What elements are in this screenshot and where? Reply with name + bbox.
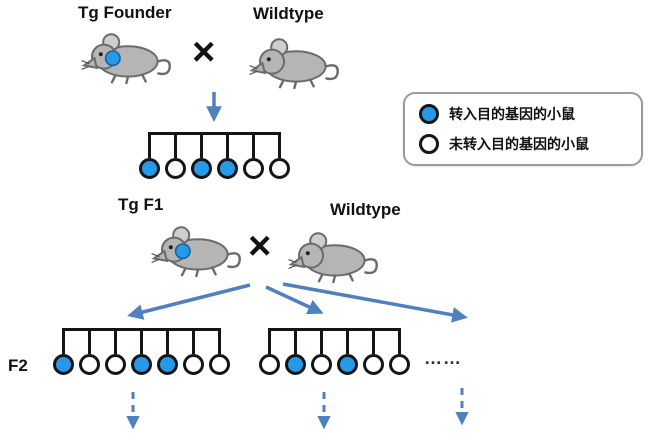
comb-tick bbox=[191, 328, 195, 354]
offspring-wildtype bbox=[180, 328, 206, 375]
transgenic-offspring-circle bbox=[284, 354, 306, 375]
transgenic-offspring-circle bbox=[130, 354, 152, 375]
tg-f1-mouse-icon bbox=[150, 217, 246, 279]
tg-founder-label: Tg Founder bbox=[78, 3, 172, 22]
comb-tick bbox=[225, 132, 229, 158]
comb-tick bbox=[147, 132, 151, 158]
comb-tick bbox=[251, 132, 255, 158]
wildtype-offspring-circle bbox=[268, 158, 290, 179]
comb-line bbox=[149, 132, 279, 135]
tg-f1-label: Tg F1 bbox=[118, 195, 164, 214]
non-transgenic-circle-icon bbox=[419, 134, 439, 154]
offspring-wildtype bbox=[266, 132, 292, 179]
wildtype-offspring-circle bbox=[182, 354, 204, 375]
f2-row-label: F2 bbox=[8, 356, 28, 375]
offspring-transgenic bbox=[334, 328, 360, 375]
wildtype-offspring-circle bbox=[242, 158, 264, 179]
wildtype-offspring-circle bbox=[362, 354, 384, 375]
transgenic-offspring-circle bbox=[336, 354, 358, 375]
arrow-f1-to-f2-middle bbox=[265, 285, 324, 315]
offspring-wildtype bbox=[206, 328, 232, 375]
wildtype-label-gen2: Wildtype bbox=[330, 200, 401, 219]
offspring-transgenic bbox=[282, 328, 308, 375]
wildtype-offspring-circle bbox=[164, 158, 186, 179]
wildtype-offspring-circle bbox=[208, 354, 230, 375]
f2-litter-comb-right bbox=[256, 328, 412, 375]
wildtype-label-gen1: Wildtype bbox=[253, 4, 324, 23]
more-litters-ellipsis: …… bbox=[424, 348, 462, 368]
wildtype-offspring-circle bbox=[258, 354, 280, 375]
legend-label-non-transgenic: 未转入目的基因的小鼠 bbox=[449, 136, 589, 152]
comb-tick bbox=[267, 328, 271, 354]
offspring-wildtype bbox=[76, 328, 102, 375]
comb-tick bbox=[397, 328, 401, 354]
legend-item-non-transgenic: 未转入目的基因的小鼠 bbox=[419, 134, 627, 154]
offspring-wildtype bbox=[162, 132, 188, 179]
comb-tick bbox=[61, 328, 65, 354]
comb-tick bbox=[87, 328, 91, 354]
comb-tick bbox=[113, 328, 117, 354]
cross-symbol-gen2: × bbox=[248, 224, 272, 268]
wildtype-offspring-circle bbox=[78, 354, 100, 375]
transgenic-offspring-circle bbox=[156, 354, 178, 375]
wildtype-mouse-icon-gen1 bbox=[248, 29, 344, 91]
offspring-wildtype bbox=[308, 328, 334, 375]
offspring-wildtype bbox=[240, 132, 266, 179]
transgenic-offspring-circle bbox=[52, 354, 74, 375]
transgenic-offspring-circle bbox=[216, 158, 238, 179]
offspring-wildtype bbox=[386, 328, 412, 375]
comb-tick bbox=[345, 328, 349, 354]
wildtype-offspring-circle bbox=[388, 354, 410, 375]
offspring-transgenic bbox=[214, 132, 240, 179]
comb-tick bbox=[165, 328, 169, 354]
comb-tick bbox=[319, 328, 323, 354]
comb-tick bbox=[199, 132, 203, 158]
comb-tick bbox=[173, 132, 177, 158]
tg-founder-mouse-icon bbox=[80, 24, 176, 86]
comb-tick bbox=[277, 132, 281, 158]
wildtype-offspring-circle bbox=[310, 354, 332, 375]
transgenic-offspring-circle bbox=[138, 158, 160, 179]
comb-line bbox=[63, 328, 219, 331]
f1-litter-comb bbox=[136, 132, 292, 179]
transgenic-offspring-circle bbox=[190, 158, 212, 179]
comb-line bbox=[269, 328, 399, 331]
offspring-wildtype bbox=[102, 328, 128, 375]
offspring-transgenic bbox=[128, 328, 154, 375]
legend-item-transgenic: 转入目的基因的小鼠 bbox=[419, 104, 627, 124]
comb-tick bbox=[293, 328, 297, 354]
cross-symbol-gen1: × bbox=[192, 30, 216, 74]
wildtype-offspring-circle bbox=[104, 354, 126, 375]
wildtype-mouse-icon-gen2 bbox=[287, 223, 383, 285]
comb-tick bbox=[371, 328, 375, 354]
offspring-transgenic bbox=[188, 132, 214, 179]
transgenic-circle-icon bbox=[419, 104, 439, 124]
arrow-f1-to-f2-right bbox=[282, 282, 468, 323]
legend-label-transgenic: 转入目的基因的小鼠 bbox=[449, 106, 575, 122]
f2-litter-comb-left bbox=[50, 328, 232, 375]
legend-box: 转入目的基因的小鼠 未转入目的基因的小鼠 bbox=[403, 92, 643, 166]
arrow-f1-to-f2-left bbox=[127, 283, 251, 320]
offspring-transgenic bbox=[154, 328, 180, 375]
comb-tick bbox=[139, 328, 143, 354]
offspring-transgenic bbox=[136, 132, 162, 179]
offspring-transgenic bbox=[50, 328, 76, 375]
offspring-wildtype bbox=[360, 328, 386, 375]
comb-tick bbox=[217, 328, 221, 354]
offspring-wildtype bbox=[256, 328, 282, 375]
